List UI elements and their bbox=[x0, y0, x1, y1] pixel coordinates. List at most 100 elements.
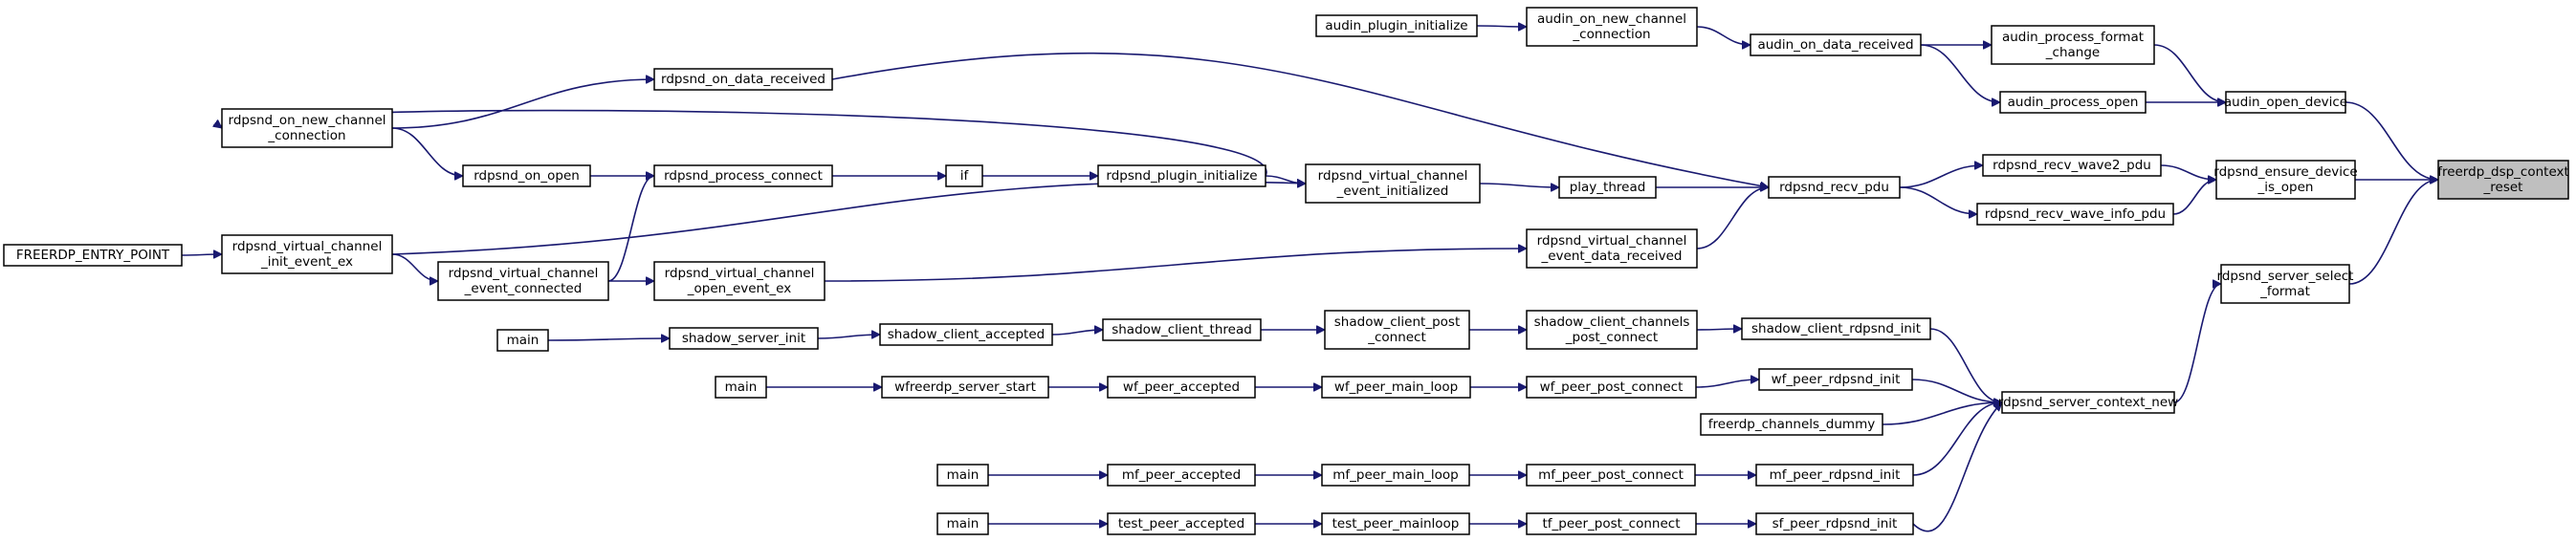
node-audin-process-open[interactable]: audin_process_open bbox=[1999, 91, 2147, 114]
node-rdpsnd-recv-pdu[interactable]: rdpsnd_recv_pdu bbox=[1768, 176, 1901, 199]
node-audin-on-new-channel-connection[interactable]: audin_on_new_channel_connection bbox=[1526, 7, 1698, 47]
node-freerdp-entry-point[interactable]: FREERDP_ENTRY_POINT bbox=[3, 244, 183, 267]
node-rdpsnd-ensure-device-is-open[interactable]: rdpsnd_ensure_device_is_open bbox=[2213, 160, 2358, 200]
node-box bbox=[2001, 391, 2175, 414]
edge-n-audin-open-to-n-reset bbox=[2345, 101, 2438, 180]
node-box bbox=[1768, 176, 1901, 199]
node-box bbox=[669, 327, 819, 350]
node-label: audin_on_data_received bbox=[1757, 37, 1913, 53]
node-rdpsnd-plugin-initialize[interactable]: rdpsnd_plugin_initialize bbox=[1097, 164, 1266, 187]
edge-n-mf-init-to-n-ctx-new bbox=[1912, 402, 2002, 476]
node-shadow-client-thread[interactable]: shadow_client_thread bbox=[1102, 318, 1262, 341]
node-box bbox=[496, 329, 549, 352]
node-wfreerdp-server-start[interactable]: wfreerdp_server_start bbox=[881, 376, 1049, 399]
node-mf-peer-post-connect[interactable]: mf_peer_post_connect bbox=[1526, 464, 1696, 487]
node-box bbox=[879, 323, 1053, 346]
node-rdpsnd-process-connect[interactable]: rdpsnd_process_connect bbox=[653, 164, 833, 187]
edge-n-audin-fmt-to-n-audin-open bbox=[2153, 44, 2227, 102]
edge-n-recv-pdu-to-n-waveinfo bbox=[1899, 186, 1977, 214]
node-rdpsnd-server-select-format[interactable]: rdpsnd_server_select_format bbox=[2217, 264, 2354, 304]
node-main[interactable]: main bbox=[715, 376, 767, 399]
node-wf-peer-post-connect[interactable]: wf_peer_post_connect bbox=[1526, 376, 1697, 399]
node-test-peer-accepted[interactable]: test_peer_accepted bbox=[1107, 512, 1256, 535]
node-shadow-client-channels-post-connect[interactable]: shadow_client_channels_post_connect bbox=[1526, 310, 1698, 350]
node-main[interactable]: main bbox=[936, 512, 989, 535]
node-rdpsnd-virtual-channel-event-data-received[interactable]: rdpsnd_virtual_channel_event_data_receiv… bbox=[1526, 228, 1698, 269]
node-rdpsnd-on-data-received[interactable]: rdpsnd_on_data_received bbox=[653, 68, 833, 91]
node-wf-peer-rdpsnd-init[interactable]: wf_peer_rdpsnd_init bbox=[1758, 368, 1913, 391]
node-label: if bbox=[960, 168, 970, 184]
node-label: rdpsnd_on_new_channel bbox=[229, 113, 386, 128]
node-label: sf_peer_rdpsnd_init bbox=[1772, 516, 1898, 531]
node-rdpsnd-virtual-channel-init-event-ex[interactable]: rdpsnd_virtual_channel_init_event_ex bbox=[221, 234, 393, 274]
node-label: shadow_client_accepted bbox=[888, 327, 1045, 342]
node-label: main bbox=[947, 516, 980, 531]
node-label: _event_initialized bbox=[1336, 184, 1449, 199]
node-box bbox=[1741, 317, 1931, 340]
node-rdpsnd-on-open[interactable]: rdpsnd_on_open bbox=[462, 164, 591, 187]
node-label: rdpsnd_on_open bbox=[473, 168, 580, 184]
node-box bbox=[437, 261, 609, 301]
node-freerdp-dsp-context-reset[interactable]: freerdp_dsp_context_reset bbox=[2437, 160, 2569, 200]
node-audin-process-format-change[interactable]: audin_process_format_change bbox=[1991, 25, 2155, 65]
node-box bbox=[2220, 264, 2350, 304]
node-main[interactable]: main bbox=[496, 329, 549, 352]
node-box bbox=[2225, 91, 2346, 114]
node-rdpsnd-virtual-channel-open-event-ex[interactable]: rdpsnd_virtual_channel_open_event_ex bbox=[653, 261, 826, 301]
node-audin-open-device[interactable]: audin_open_device bbox=[2224, 91, 2347, 114]
node-rdpsnd-on-new-channel-connection[interactable]: rdpsnd_on_new_channel_connection bbox=[221, 108, 393, 148]
node-label: audin_process_open bbox=[2008, 95, 2139, 110]
node-box bbox=[945, 164, 983, 187]
node-box bbox=[881, 376, 1049, 399]
edge-n-vc-data-to-n-recv-pdu bbox=[1696, 187, 1770, 249]
node-shadow-client-rdpsnd-init[interactable]: shadow_client_rdpsnd_init bbox=[1741, 317, 1931, 340]
node-main[interactable]: main bbox=[936, 464, 989, 487]
node-box bbox=[1321, 464, 1470, 487]
node-label: rdpsnd_recv_wave_info_pdu bbox=[1985, 206, 2166, 222]
node-wf-peer-accepted[interactable]: wf_peer_accepted bbox=[1107, 376, 1256, 399]
node-rdpsnd-virtual-channel-event-initialized[interactable]: rdpsnd_virtual_channel_event_initialized bbox=[1305, 163, 1481, 204]
node-label: FREERDP_ENTRY_POINT bbox=[16, 248, 170, 263]
edge-n-shadow-srv-to-n-shadow-acc bbox=[817, 335, 880, 339]
node-tf-peer-post-connect[interactable]: tf_peer_post_connect bbox=[1526, 512, 1697, 535]
node-box bbox=[1321, 512, 1470, 535]
node-mf-peer-main-loop[interactable]: mf_peer_main_loop bbox=[1321, 464, 1470, 487]
node-rdpsnd-server-context-new[interactable]: rdpsnd_server_context_new bbox=[1998, 391, 2178, 414]
node-box bbox=[1991, 25, 2155, 65]
node-label: mf_peer_post_connect bbox=[1538, 467, 1684, 483]
node-audin-plugin-initialize[interactable]: audin_plugin_initialize bbox=[1315, 14, 1478, 37]
node-box bbox=[1526, 310, 1698, 350]
edge-n-dummy-to-n-ctx-new bbox=[1882, 402, 2002, 425]
edge-n-newch-to-n-on-open bbox=[391, 127, 464, 176]
node-shadow-server-init[interactable]: shadow_server_init bbox=[669, 327, 819, 350]
node-box bbox=[653, 261, 826, 301]
node-label: play_thread bbox=[1570, 180, 1646, 195]
edge-n-vc-openex-to-n-vc-data bbox=[824, 249, 1527, 282]
edge-n-sf-init-to-n-ctx-new bbox=[1912, 402, 2002, 532]
node-rdpsnd-recv-wave2-pdu[interactable]: rdpsnd_recv_wave2_pdu bbox=[1982, 154, 2162, 177]
node-label: rdpsnd_recv_pdu bbox=[1779, 180, 1889, 195]
edge-n-wf-post-to-n-wf-init bbox=[1695, 379, 1759, 388]
node-label: rdpsnd_server_select bbox=[2217, 269, 2354, 284]
node-label: _connection bbox=[1572, 27, 1650, 42]
edge-n-audin-newch-to-n-audin-data bbox=[1696, 26, 1750, 45]
node-shadow-client-accepted[interactable]: shadow_client_accepted bbox=[879, 323, 1053, 346]
node-box bbox=[1755, 464, 1914, 487]
node-box bbox=[653, 164, 833, 187]
node-test-peer-mainloop[interactable]: test_peer_mainloop bbox=[1321, 512, 1470, 535]
node-play-thread[interactable]: play_thread bbox=[1558, 176, 1657, 199]
node-label: rdpsnd_on_data_received bbox=[661, 72, 826, 87]
node-audin-on-data-received[interactable]: audin_on_data_received bbox=[1750, 33, 1922, 56]
node-rdpsnd-recv-wave-info-pdu[interactable]: rdpsnd_recv_wave_info_pdu bbox=[1976, 203, 2174, 226]
node-freerdp-channels-dummy[interactable]: freerdp_channels_dummy bbox=[1700, 413, 1883, 436]
node-sf-peer-rdpsnd-init[interactable]: sf_peer_rdpsnd_init bbox=[1755, 512, 1914, 535]
node-mf-peer-accepted[interactable]: mf_peer_accepted bbox=[1107, 464, 1256, 487]
node-rdpsnd-virtual-channel-event-connected[interactable]: rdpsnd_virtual_channel_event_connected bbox=[437, 261, 609, 301]
node-if[interactable]: if bbox=[945, 164, 983, 187]
node-mf-peer-rdpsnd-init[interactable]: mf_peer_rdpsnd_init bbox=[1755, 464, 1914, 487]
node-wf-peer-main-loop[interactable]: wf_peer_main_loop bbox=[1321, 376, 1471, 399]
node-label: rdpsnd_virtual_channel bbox=[665, 266, 815, 281]
node-box bbox=[1755, 512, 1914, 535]
node-shadow-client-post-connect[interactable]: shadow_client_post_connect bbox=[1324, 310, 1470, 350]
node-box bbox=[1750, 33, 1922, 56]
